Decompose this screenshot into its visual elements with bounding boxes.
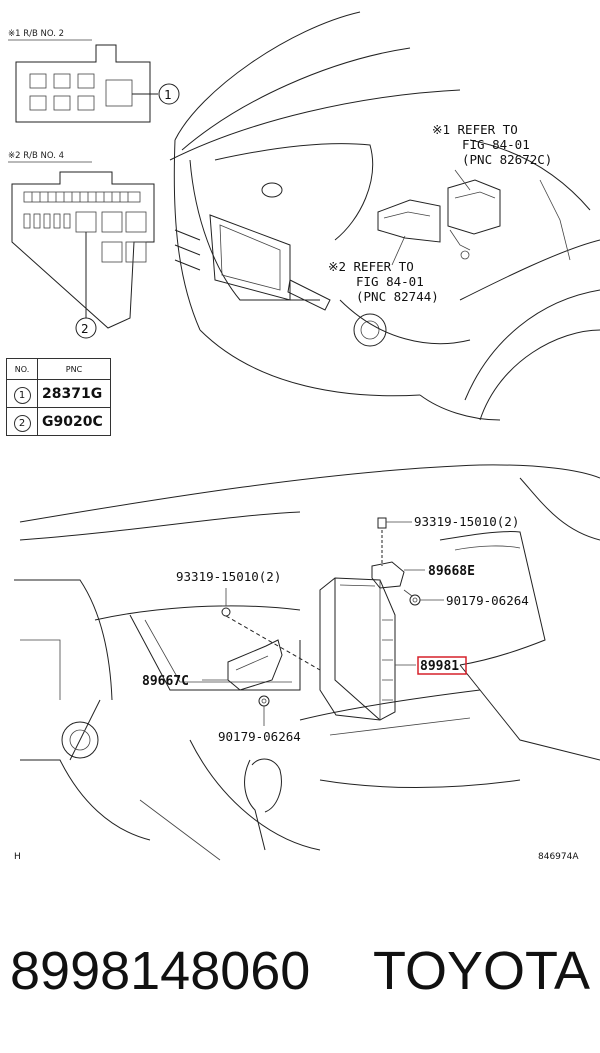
relay-block-2: ※2 R/B NO. 4 2 — [8, 151, 155, 339]
ecu-module — [319, 577, 396, 721]
label-nut-bottom: 90179-06264 — [218, 729, 301, 744]
reference-1-line-2: FIG 84-01 — [462, 137, 530, 152]
bracket-e — [371, 530, 405, 589]
pnc-table-header-pnc: PNC — [37, 358, 111, 380]
reference-1: ※1 REFER TO FIG 84-01 (PNC 82672C) — [432, 122, 552, 167]
pnc-table: NO. PNC 1 28371G 2 G9020C — [6, 358, 111, 436]
figure-id: 846974A — [538, 852, 579, 862]
reference-2-line-3: (PNC 82744) — [356, 289, 439, 304]
part-number: 8998148060 — [10, 941, 311, 1001]
callout-2-circle — [75, 317, 97, 339]
callout-1: 1 — [164, 87, 172, 102]
ecu-highlight-box — [417, 656, 467, 675]
corner-code: H — [14, 852, 21, 862]
reference-1-line-1: ※1 REFER TO — [432, 122, 518, 137]
row-pnc: G9020C — [37, 407, 111, 436]
dashboard-illustration — [14, 464, 600, 861]
leader-lines — [202, 521, 444, 726]
label-ecu[interactable]: 89981 — [420, 659, 459, 674]
table-row: 2 G9020C — [6, 407, 111, 436]
pnc-table-header: NO. PNC — [6, 358, 111, 380]
label-bracket-e: 89668E — [428, 564, 475, 579]
pnc-table-header-no: NO. — [6, 358, 38, 380]
callout-1-circle — [158, 83, 180, 105]
relay-block-1-label: ※1 R/B NO. 2 — [8, 29, 64, 39]
vehicle-front-illustration — [169, 11, 600, 421]
label-bolt-left: 93319-15010(2) — [176, 569, 281, 584]
bracket-c — [227, 639, 283, 691]
reference-1-line-3: (PNC 82672C) — [462, 152, 552, 167]
label-nut-right: 90179-06264 — [446, 593, 529, 608]
relay-block-1: ※1 R/B NO. 2 1 — [8, 29, 180, 123]
label-bracket-c: 89667C — [142, 674, 189, 689]
table-row: 1 28371G — [6, 379, 111, 408]
reference-2: ※2 REFER TO FIG 84-01 (PNC 82744) — [328, 259, 439, 304]
reference-2-line-1: ※2 REFER TO — [328, 259, 414, 274]
label-bolt-top: 93319-15010(2) — [414, 514, 519, 529]
row-number-circle: 1 — [13, 387, 31, 404]
row-number-circle: 2 — [13, 415, 31, 432]
parts-diagram: ※1 R/B NO. 2 1 ※2 R/B NO. 4 — [8, 11, 600, 861]
reference-2-line-2: FIG 84-01 — [356, 274, 424, 289]
relay-block-2-label: ※2 R/B NO. 4 — [8, 151, 64, 161]
callout-2: 2 — [81, 321, 89, 336]
brand-name: TOYOTA — [373, 941, 591, 1001]
fasteners — [221, 517, 421, 707]
row-pnc: 28371G — [37, 379, 111, 408]
